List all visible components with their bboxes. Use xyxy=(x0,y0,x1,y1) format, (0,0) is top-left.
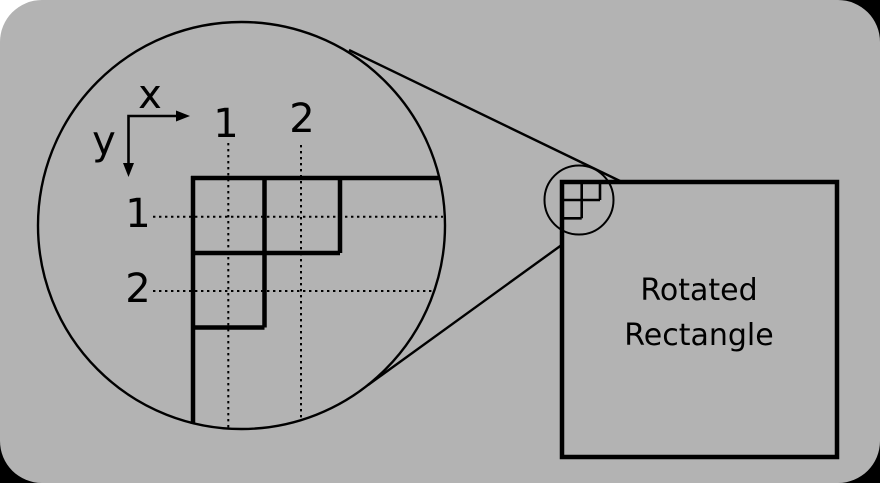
mini-pixel-staircase xyxy=(563,182,602,220)
rotated-rectangle-outline xyxy=(559,179,840,460)
x-tick-label-1: 1 xyxy=(213,101,238,147)
y-axis-arrowhead-icon xyxy=(123,163,134,177)
y-tick-label-2: 2 xyxy=(125,266,150,312)
rectangle-caption-line2: Rectangle xyxy=(624,318,773,353)
axis-lines xyxy=(127,114,178,165)
pixel-staircase xyxy=(191,178,343,330)
callout-line-bottom xyxy=(367,243,564,386)
magnifier-circle xyxy=(36,20,447,431)
y-tick-label-1: 1 xyxy=(125,191,150,237)
x-axis-arrowhead-icon xyxy=(176,110,190,122)
rectangle-caption-line1: Rotated xyxy=(640,273,757,308)
callout-line-top xyxy=(348,48,621,183)
y-axis-label: y xyxy=(92,118,116,164)
zoom-source-circle xyxy=(543,164,615,236)
x-tick-label-2: 2 xyxy=(289,96,314,142)
x-axis-label: x xyxy=(138,72,162,118)
